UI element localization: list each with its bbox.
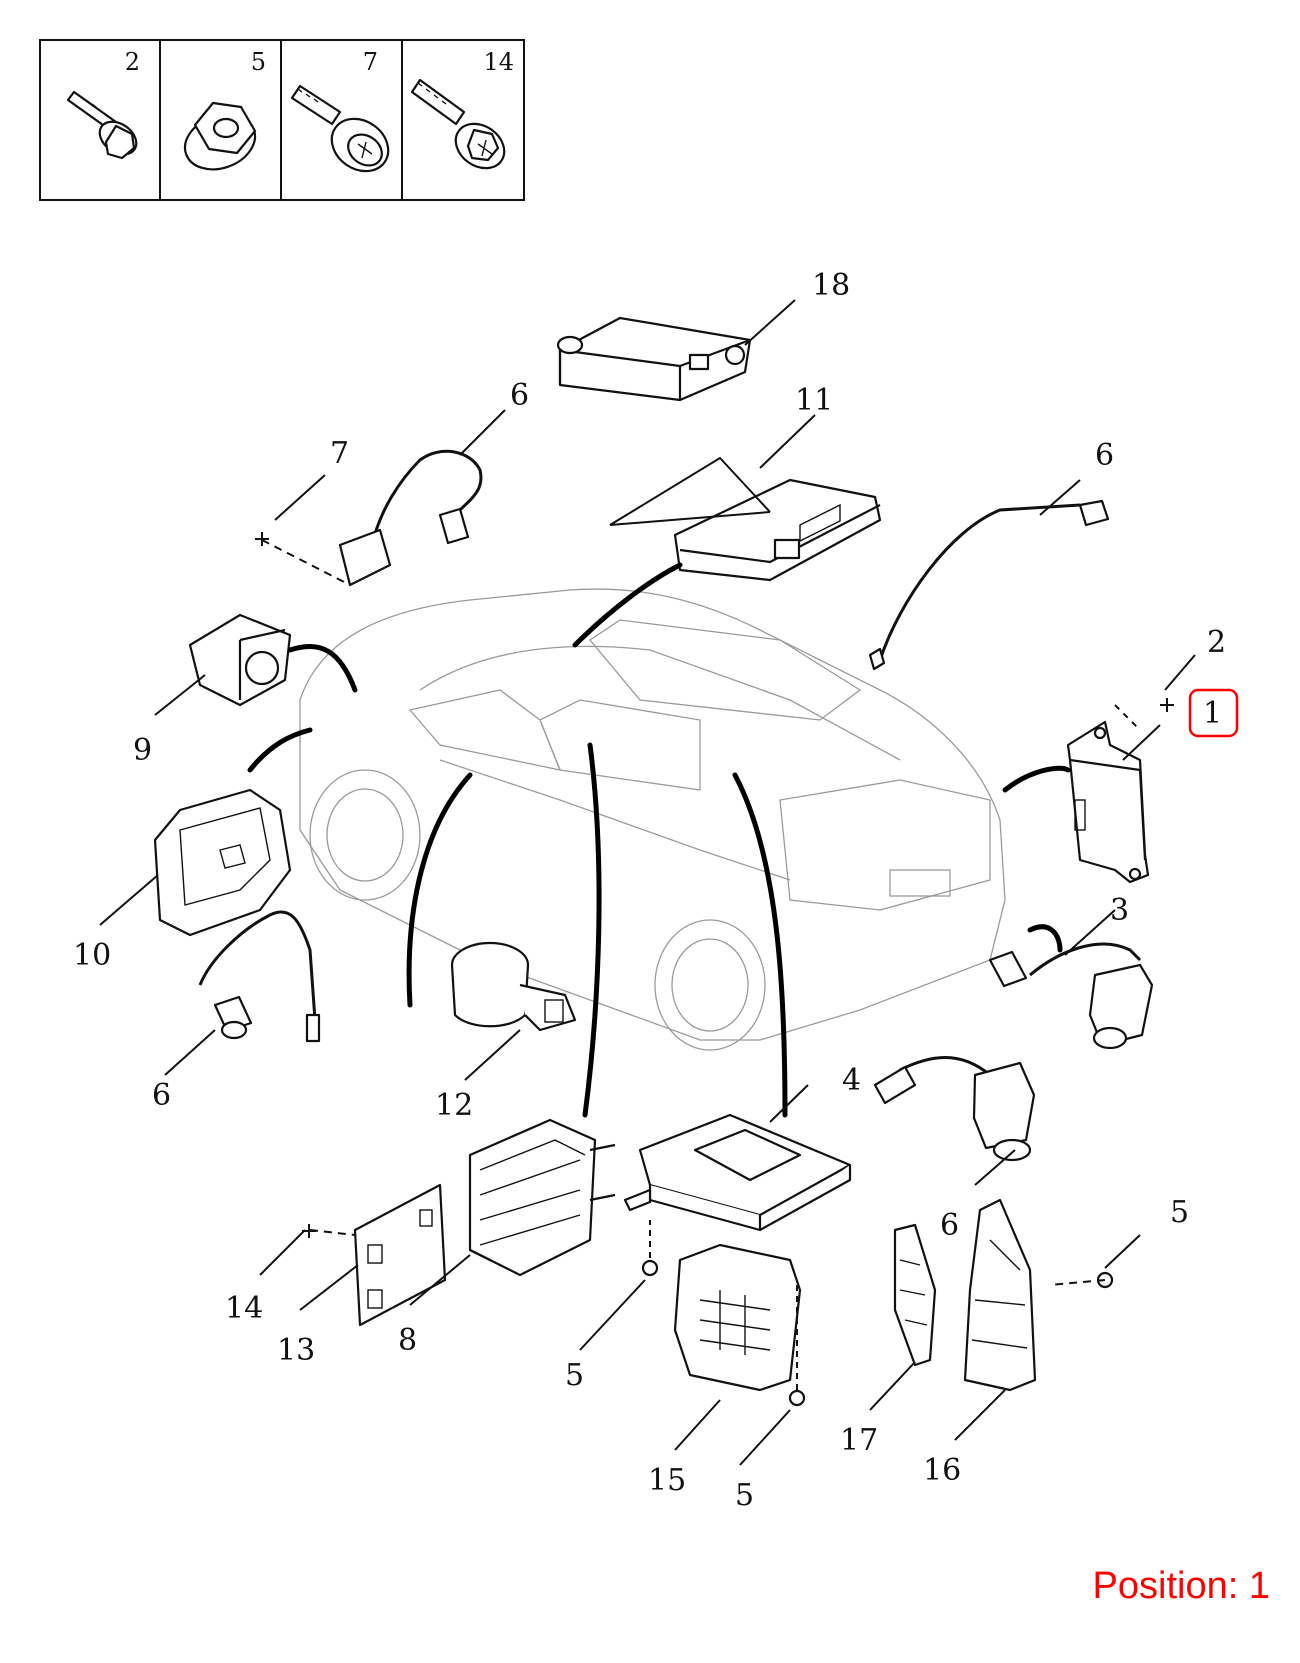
part-13-mounting-plate	[353, 1183, 447, 1327]
callout-2[interactable]: 2	[1207, 625, 1226, 660]
part-18-control-module	[556, 316, 752, 402]
flange-screw-icon	[410, 78, 506, 170]
callout-3[interactable]: 3	[1110, 893, 1129, 928]
callout-5-right[interactable]: 5	[1170, 1195, 1189, 1230]
callout-14[interactable]: 14	[225, 1291, 263, 1326]
callout-12[interactable]: 12	[435, 1088, 473, 1123]
part-6-camera-left	[198, 910, 321, 1043]
part-6-camera-top-left	[338, 449, 483, 587]
callout-6-upper-right[interactable]: 6	[1095, 438, 1114, 473]
callout-9[interactable]: 9	[133, 733, 152, 768]
fastener-markers	[255, 532, 1174, 1238]
part-1-module	[1066, 720, 1150, 884]
part-11-control-module	[609, 456, 882, 582]
position-label: Position: 1	[1092, 1565, 1270, 1607]
fastener-number-5: 5	[251, 48, 266, 76]
fastener-legend: 2 5 7 14	[39, 39, 525, 201]
nut-5-a	[641, 1259, 659, 1277]
callout-6-left[interactable]: 6	[152, 1078, 171, 1113]
highlight-box	[1188, 688, 1239, 738]
part-16-support-bracket	[963, 1198, 1037, 1392]
callout-13[interactable]: 13	[277, 1333, 315, 1368]
part-12-parking-sensor	[450, 941, 577, 1032]
leader-lines	[99, 299, 1196, 1466]
callout-8[interactable]: 8	[398, 1323, 417, 1358]
fastener-number-7: 7	[363, 48, 378, 76]
callout-17[interactable]: 17	[840, 1423, 878, 1458]
part-17-module-plate	[893, 1223, 937, 1367]
part-15-mounting-bracket	[673, 1243, 802, 1392]
callout-10[interactable]: 10	[73, 938, 111, 973]
nut-5-b	[788, 1389, 806, 1407]
callout-5-left[interactable]: 5	[565, 1358, 584, 1393]
flange-bolt-icon	[66, 90, 138, 160]
fastener-number-2: 2	[125, 48, 140, 76]
vehicle-outline	[299, 588, 1006, 1051]
callout-numbers: 18 6 11 6 7 2 1 9 10 3 6 12 4 6 5 14 13 …	[73, 268, 1226, 1513]
hex-nut-icon	[183, 101, 257, 171]
callout-6-right[interactable]: 6	[940, 1208, 959, 1243]
callout-18[interactable]: 18	[812, 268, 850, 303]
part-8-connector-block	[468, 1118, 616, 1277]
callout-7[interactable]: 7	[330, 436, 349, 471]
fastener-number-14: 14	[483, 48, 514, 76]
part-9-sensor-housing	[188, 613, 292, 707]
callout-4[interactable]: 4	[842, 1063, 861, 1098]
part-3-camera	[988, 942, 1154, 1050]
callout-5-bottom[interactable]: 5	[735, 1478, 754, 1513]
lead-curves	[247, 562, 1071, 1118]
part-6-camera-top-right	[868, 499, 1110, 671]
callout-6-top[interactable]: 6	[510, 378, 529, 413]
washer-screw-icon	[290, 84, 390, 173]
part-4-control-module	[623, 1113, 852, 1232]
part-6-camera-right	[873, 1056, 1036, 1162]
callout-16[interactable]: 16	[923, 1453, 961, 1488]
part-10-bracket	[153, 788, 292, 937]
callout-11[interactable]: 11	[795, 383, 833, 418]
callout-15[interactable]: 15	[648, 1463, 686, 1498]
callout-1[interactable]: 1	[1203, 696, 1222, 731]
